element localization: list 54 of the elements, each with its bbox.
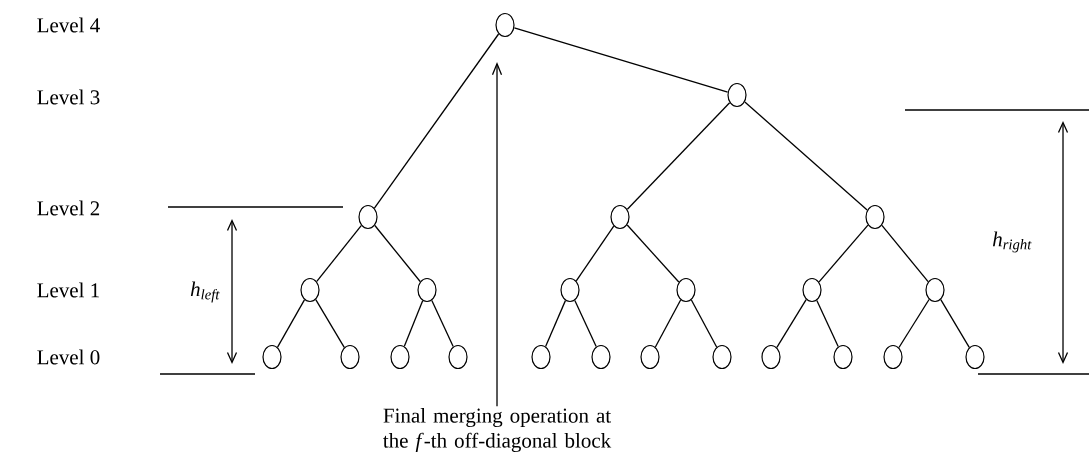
tree-edge: [374, 224, 421, 283]
tree-node: [712, 344, 732, 370]
tree-node: [417, 277, 437, 303]
tree-node: [640, 344, 660, 370]
level-label: Level 1: [37, 282, 99, 298]
tree-node: [802, 277, 822, 303]
tree-edge: [744, 101, 868, 211]
tree-edge: [818, 224, 869, 283]
tree-node: [560, 277, 580, 303]
tree-node: [591, 344, 611, 370]
tree-edge: [575, 225, 615, 282]
tree-node: [883, 344, 903, 370]
tree-node: [761, 344, 781, 370]
tree-node: [390, 344, 410, 370]
tree-edge: [574, 299, 597, 348]
tree-edge: [403, 300, 424, 347]
tree-edge: [654, 299, 682, 348]
tree-edge: [898, 298, 930, 349]
tree-edge: [316, 224, 362, 283]
tree-edge: [315, 299, 345, 348]
dimension-label: h$_{right}$: [992, 231, 1032, 253]
tree-node: [358, 204, 378, 230]
tree-edge: [276, 299, 306, 348]
level-label: Level 2: [37, 200, 100, 216]
tree-node: [865, 204, 885, 230]
tree-node: [727, 82, 747, 108]
leader-arrow: [491, 62, 503, 407]
tree-node: [531, 344, 551, 370]
level-label: Level 0: [37, 349, 100, 365]
tree-node: [833, 344, 853, 370]
tree-edge: [544, 300, 567, 348]
tree-edge: [373, 33, 500, 209]
tree-edge: [626, 224, 680, 283]
tree-edge: [776, 298, 807, 349]
tree-edge: [881, 224, 929, 283]
caption-text: Final merging operation at the f-th off-diagonal block: [383, 407, 612, 453]
level-label: Level 4: [37, 17, 100, 33]
level-label: Level 3: [37, 89, 100, 105]
tree-edge: [940, 299, 970, 348]
tree-node: [965, 344, 985, 370]
tree-edge: [626, 102, 731, 210]
tree-node: [610, 204, 630, 230]
tree-edge: [431, 299, 454, 348]
tree-node: [262, 344, 282, 370]
tree-node: [340, 344, 360, 370]
tree-node: [495, 12, 515, 38]
dimension-label: h$_{left}$: [190, 281, 220, 303]
tree-node: [300, 277, 320, 303]
tree-edge: [513, 27, 729, 93]
tree-edge: [816, 299, 839, 348]
tree-node: [925, 277, 945, 303]
tree-node: [676, 277, 696, 303]
tree-edge: [690, 299, 718, 348]
tree-node: [448, 344, 468, 370]
